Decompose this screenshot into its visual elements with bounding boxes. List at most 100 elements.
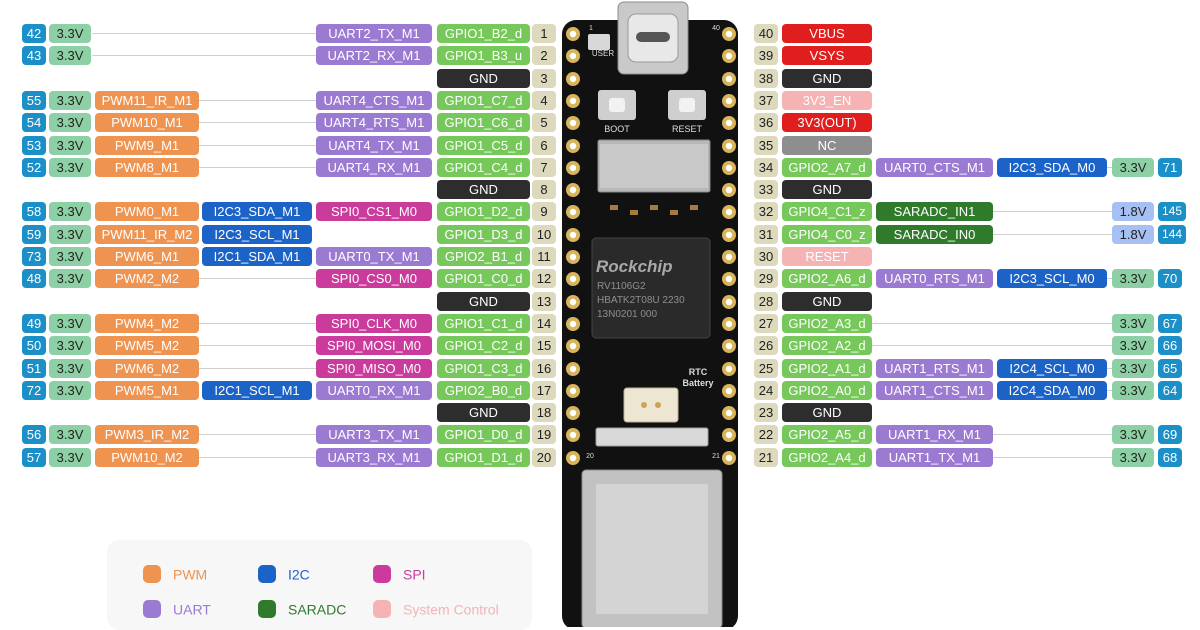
user-led-label: USER [591, 49, 615, 58]
leader-line [92, 55, 316, 56]
legend-label-system-control: System Control [403, 601, 499, 618]
pin-number-26: 26 [754, 336, 778, 355]
voltage-label: 3.3V [49, 136, 91, 155]
legend-item-saradc: SARADC [258, 598, 346, 619]
leader-line [199, 145, 316, 146]
chip-line-3: 13N0201 000 [597, 309, 658, 320]
voltage-label: 3.3V [49, 158, 91, 177]
gpio-label-16: GPIO1_C3_d [437, 359, 530, 378]
leader-line [1107, 390, 1112, 391]
pwm-function-label: PWM10_M2 [95, 448, 199, 467]
chip-line-2: HBATK2T08U 2230 [597, 295, 685, 306]
leader-line [872, 323, 1112, 324]
leader-line [199, 345, 316, 346]
gpio-index-badge: 73 [22, 247, 46, 266]
gpio-label-9: GPIO1_D2_d [437, 202, 530, 221]
gpio-index-badge: 42 [22, 24, 46, 43]
legend-swatch-uart [143, 600, 161, 619]
i2c-function-label: I2C3_SDA_M1 [202, 202, 312, 221]
legend-item-i2c: I2C [258, 563, 310, 584]
pin-number-4: 4 [532, 91, 556, 110]
gpio-index-badge: 145 [1158, 202, 1186, 221]
gnd-label: GND [437, 403, 530, 422]
voltage-label: 3.3V [49, 113, 91, 132]
pwm-function-label: PWM0_M1 [95, 202, 199, 221]
pwm-function-label: PWM10_M1 [95, 113, 199, 132]
pwm-function-label: PWM11_IR_M2 [95, 225, 199, 244]
pin-number-29: 29 [754, 269, 778, 288]
pin21-marker: 21 [712, 453, 720, 460]
voltage-label: 3.3V [1112, 336, 1154, 355]
gpio-label-15: GPIO1_C2_d [437, 336, 530, 355]
pin-number-19: 19 [532, 425, 556, 444]
leader-line [1107, 167, 1112, 168]
uart-function-label: UART1_RX_M1 [876, 425, 993, 444]
boot-label: BOOT [604, 124, 630, 134]
spi-function-label: SPI0_MOSI_M0 [316, 336, 432, 355]
gpio-label-25: GPIO2_A1_d [782, 359, 872, 378]
gnd-label: GND [782, 69, 872, 88]
gpio-index-badge: 69 [1158, 425, 1182, 444]
pin-number-20: 20 [532, 448, 556, 467]
legend-swatch-spi [373, 565, 391, 584]
gpio-index-badge: 56 [22, 425, 46, 444]
saradc-function-label: SARADC_IN1 [876, 202, 993, 221]
pin-number-38: 38 [754, 69, 778, 88]
pwm-function-label: PWM9_M1 [95, 136, 199, 155]
gpio-label-6: GPIO1_C5_d [437, 136, 530, 155]
uart-function-label: UART0_CTS_M1 [876, 158, 993, 177]
pwm-function-label: PWM3_IR_M2 [95, 425, 199, 444]
leader-line [993, 457, 1112, 458]
gpio-label-10: GPIO1_D3_d [437, 225, 530, 244]
camera-fpc-connector [595, 427, 709, 447]
chip-brand: Rockchip [596, 257, 673, 276]
pwm-function-label: PWM4_M2 [95, 314, 199, 333]
pin-number-3: 3 [532, 69, 556, 88]
3v3-out--label: 3V3(OUT) [782, 113, 872, 132]
vsys-label: VSYS [782, 46, 872, 65]
spi-function-label: SPI0_CS0_M0 [316, 269, 432, 288]
voltage-label: 3.3V [49, 381, 91, 400]
pin-number-25: 25 [754, 359, 778, 378]
gpio-label-14: GPIO1_C1_d [437, 314, 530, 333]
leader-line [199, 457, 316, 458]
pin-number-33: 33 [754, 180, 778, 199]
gpio-label-26: GPIO2_A2_d [782, 336, 872, 355]
legend-swatch-i2c [258, 565, 276, 584]
pin-number-5: 5 [532, 113, 556, 132]
gpio-label-1: GPIO1_B2_d [437, 24, 530, 43]
nc-label: NC [782, 136, 872, 155]
reset-label: RESET [782, 247, 872, 266]
pin-number-17: 17 [532, 381, 556, 400]
voltage-label: 1.8V [1112, 225, 1154, 244]
pin-number-2: 2 [532, 46, 556, 65]
gpio-label-11: GPIO2_B1_d [437, 247, 530, 266]
pin-header-pads [566, 27, 736, 465]
gpio-label-2: GPIO1_B3_u [437, 46, 530, 65]
vbus-label: VBUS [782, 24, 872, 43]
3v3-en-label: 3V3_EN [782, 91, 872, 110]
i2c-function-label: I2C3_SCL_M0 [997, 269, 1107, 288]
leader-line [199, 100, 316, 101]
voltage-label: 3.3V [49, 46, 91, 65]
pin-number-36: 36 [754, 113, 778, 132]
voltage-label: 3.3V [49, 91, 91, 110]
legend-label-i2c: I2C [288, 566, 310, 583]
gnd-label: GND [782, 292, 872, 311]
pin40-marker: 40 [712, 25, 720, 32]
pwm-function-label: PWM6_M2 [95, 359, 199, 378]
leader-line [872, 345, 1112, 346]
gpio-index-badge: 51 [22, 359, 46, 378]
gpio-index-badge: 66 [1158, 336, 1182, 355]
leader-line [199, 323, 316, 324]
gpio-index-badge: 52 [22, 158, 46, 177]
legend-item-system-control: System Control [373, 598, 499, 619]
chip-line-1: RV1106G2 [597, 281, 646, 292]
legend-swatch-pwm [143, 565, 161, 584]
pin-number-7: 7 [532, 158, 556, 177]
gpio-index-badge: 72 [22, 381, 46, 400]
uart-function-label: UART2_TX_M1 [316, 24, 432, 43]
legend-item-spi: SPI [373, 563, 426, 584]
gnd-label: GND [437, 292, 530, 311]
spi-function-label: SPI0_CLK_M0 [316, 314, 432, 333]
